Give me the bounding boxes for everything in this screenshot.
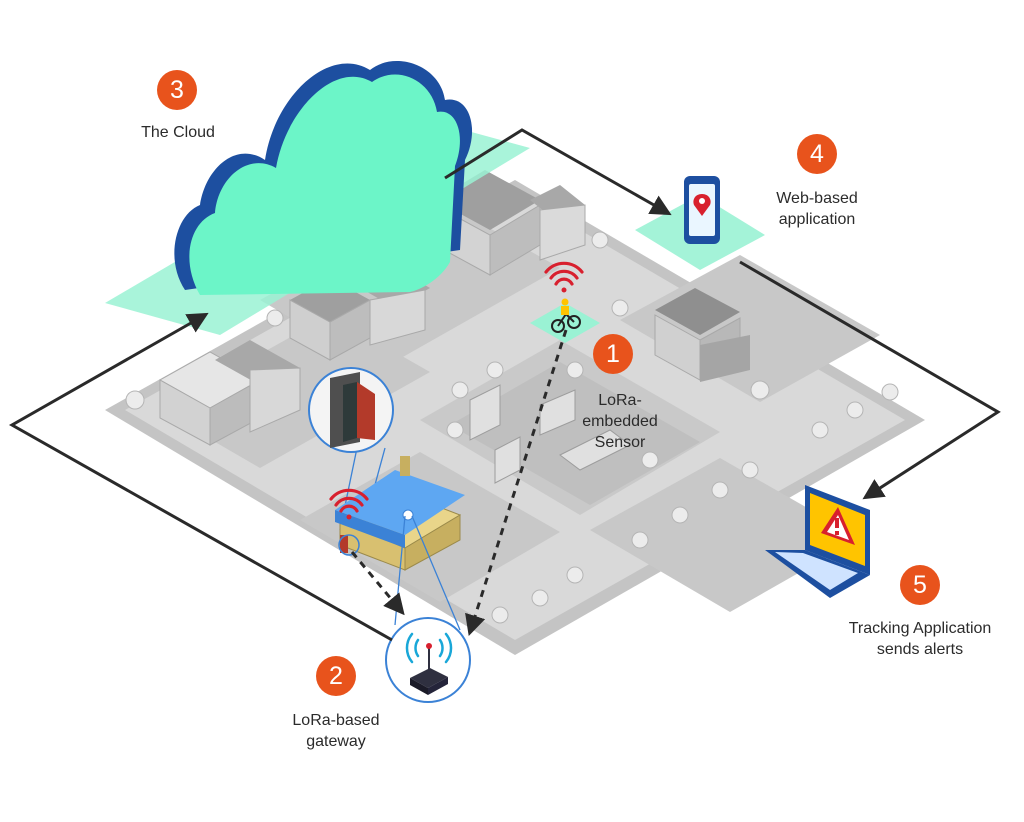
house-icon <box>335 456 465 571</box>
flow-path <box>8 128 1001 642</box>
house-icon <box>158 340 301 446</box>
step-label-2: LoRa-based gateway <box>292 712 380 750</box>
step-badge-4: 4 <box>797 134 837 174</box>
step-badge-1: 1 <box>593 334 633 374</box>
laptop-warning-icon <box>765 485 870 598</box>
sensor-platform <box>530 303 600 343</box>
wifi-signal-icon <box>544 261 584 293</box>
step-badge-3: 3 <box>157 70 197 110</box>
step-badge-2: 2 <box>316 656 356 696</box>
step-label-3: The Cloud <box>141 124 215 141</box>
step-label-5: Tracking Application sends alerts <box>848 620 992 658</box>
step-badge-5: 5 <box>900 565 940 605</box>
door-icon <box>308 367 394 453</box>
wifi-signal-icon <box>329 488 369 520</box>
smartphone-map-pin-icon <box>684 176 720 244</box>
step-label-4: Web-based application <box>776 190 858 228</box>
house-icon <box>654 288 750 382</box>
cloud-icon <box>174 61 473 295</box>
gateway-router-icon <box>385 617 471 703</box>
cyclist-icon <box>551 298 581 333</box>
step-label-1: LoRa- embedded Sensor <box>582 392 658 451</box>
